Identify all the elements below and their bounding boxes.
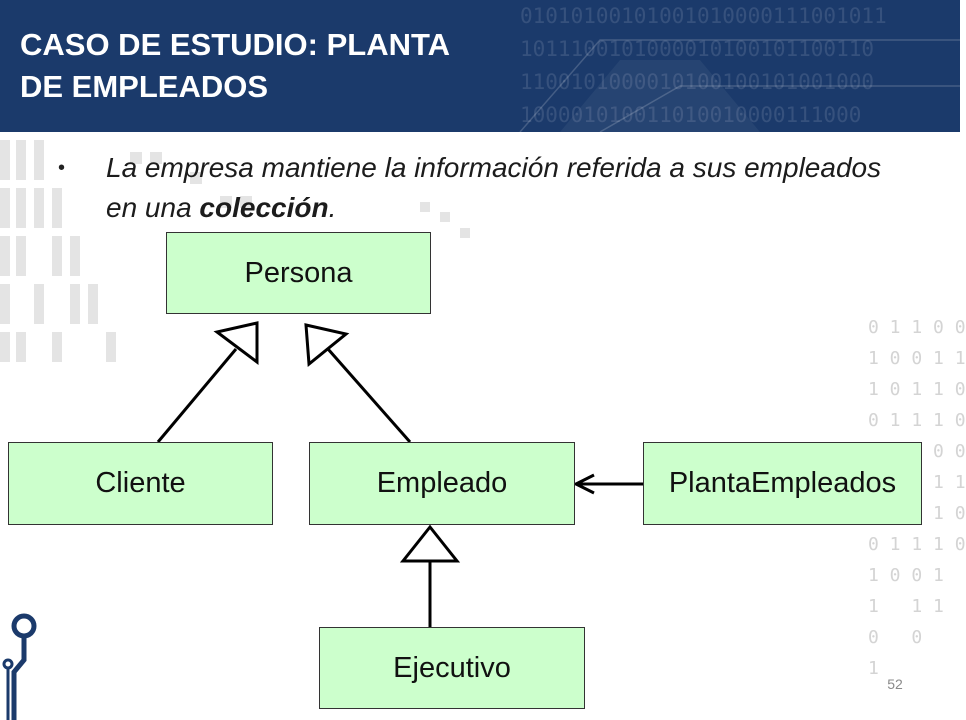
slide-title-line-1: CASO DE ESTUDIO: PLANTA [20, 27, 450, 62]
empleado-persona-generalization-arrowhead [304, 323, 350, 367]
empleado-persona-generalization-line [326, 348, 412, 443]
class-box-cliente: Cliente [8, 442, 273, 525]
background-grid-pattern [0, 140, 470, 362]
cliente-persona-generalization-line [156, 348, 238, 443]
class-box-planta-empleados: PlantaEmpleados [643, 442, 922, 525]
class-label-cliente: Cliente [95, 467, 186, 499]
class-label-persona: Persona [244, 256, 353, 289]
slide-title-line-2: DE EMPLEADOS [20, 69, 269, 104]
class-box-persona: Persona [166, 232, 431, 314]
class-box-ejecutivo: Ejecutivo [319, 627, 585, 709]
class-box-empleado: Empleado [309, 442, 575, 525]
class-label-planta-empleados: PlantaEmpleados [668, 467, 897, 499]
bullet-text: La empresa mantiene la información refer… [106, 148, 906, 228]
bullet-text-part-1: La empresa mantiene la información refer… [106, 152, 882, 223]
slide-title: CASO DE ESTUDIO: PLANTA DE EMPLEADOS [20, 24, 560, 108]
class-label-ejecutivo: Ejecutivo [393, 651, 511, 684]
ejecutivo-empleado-generalization-arrowhead [399, 524, 461, 563]
class-label-empleado: Empleado [376, 467, 508, 499]
circuit-logo-icon [2, 613, 37, 720]
bullet-text-part-2: . [328, 192, 337, 223]
bullet-item: • La empresa mantiene la información ref… [58, 148, 918, 228]
slide-header: 01010100101001010000111001011 1011100101… [0, 0, 960, 133]
page-number: 52 [887, 676, 903, 692]
planta-empleado-association-arrowhead [572, 473, 595, 495]
bullet-emphasis: colección [199, 192, 329, 223]
header-binary-decoration: 01010100101001010000111001011 1011100101… [520, 4, 887, 127]
header-accent-shape [519, 39, 960, 133]
bullet-marker: • [58, 157, 66, 179]
cliente-persona-generalization-arrowhead [213, 321, 259, 365]
